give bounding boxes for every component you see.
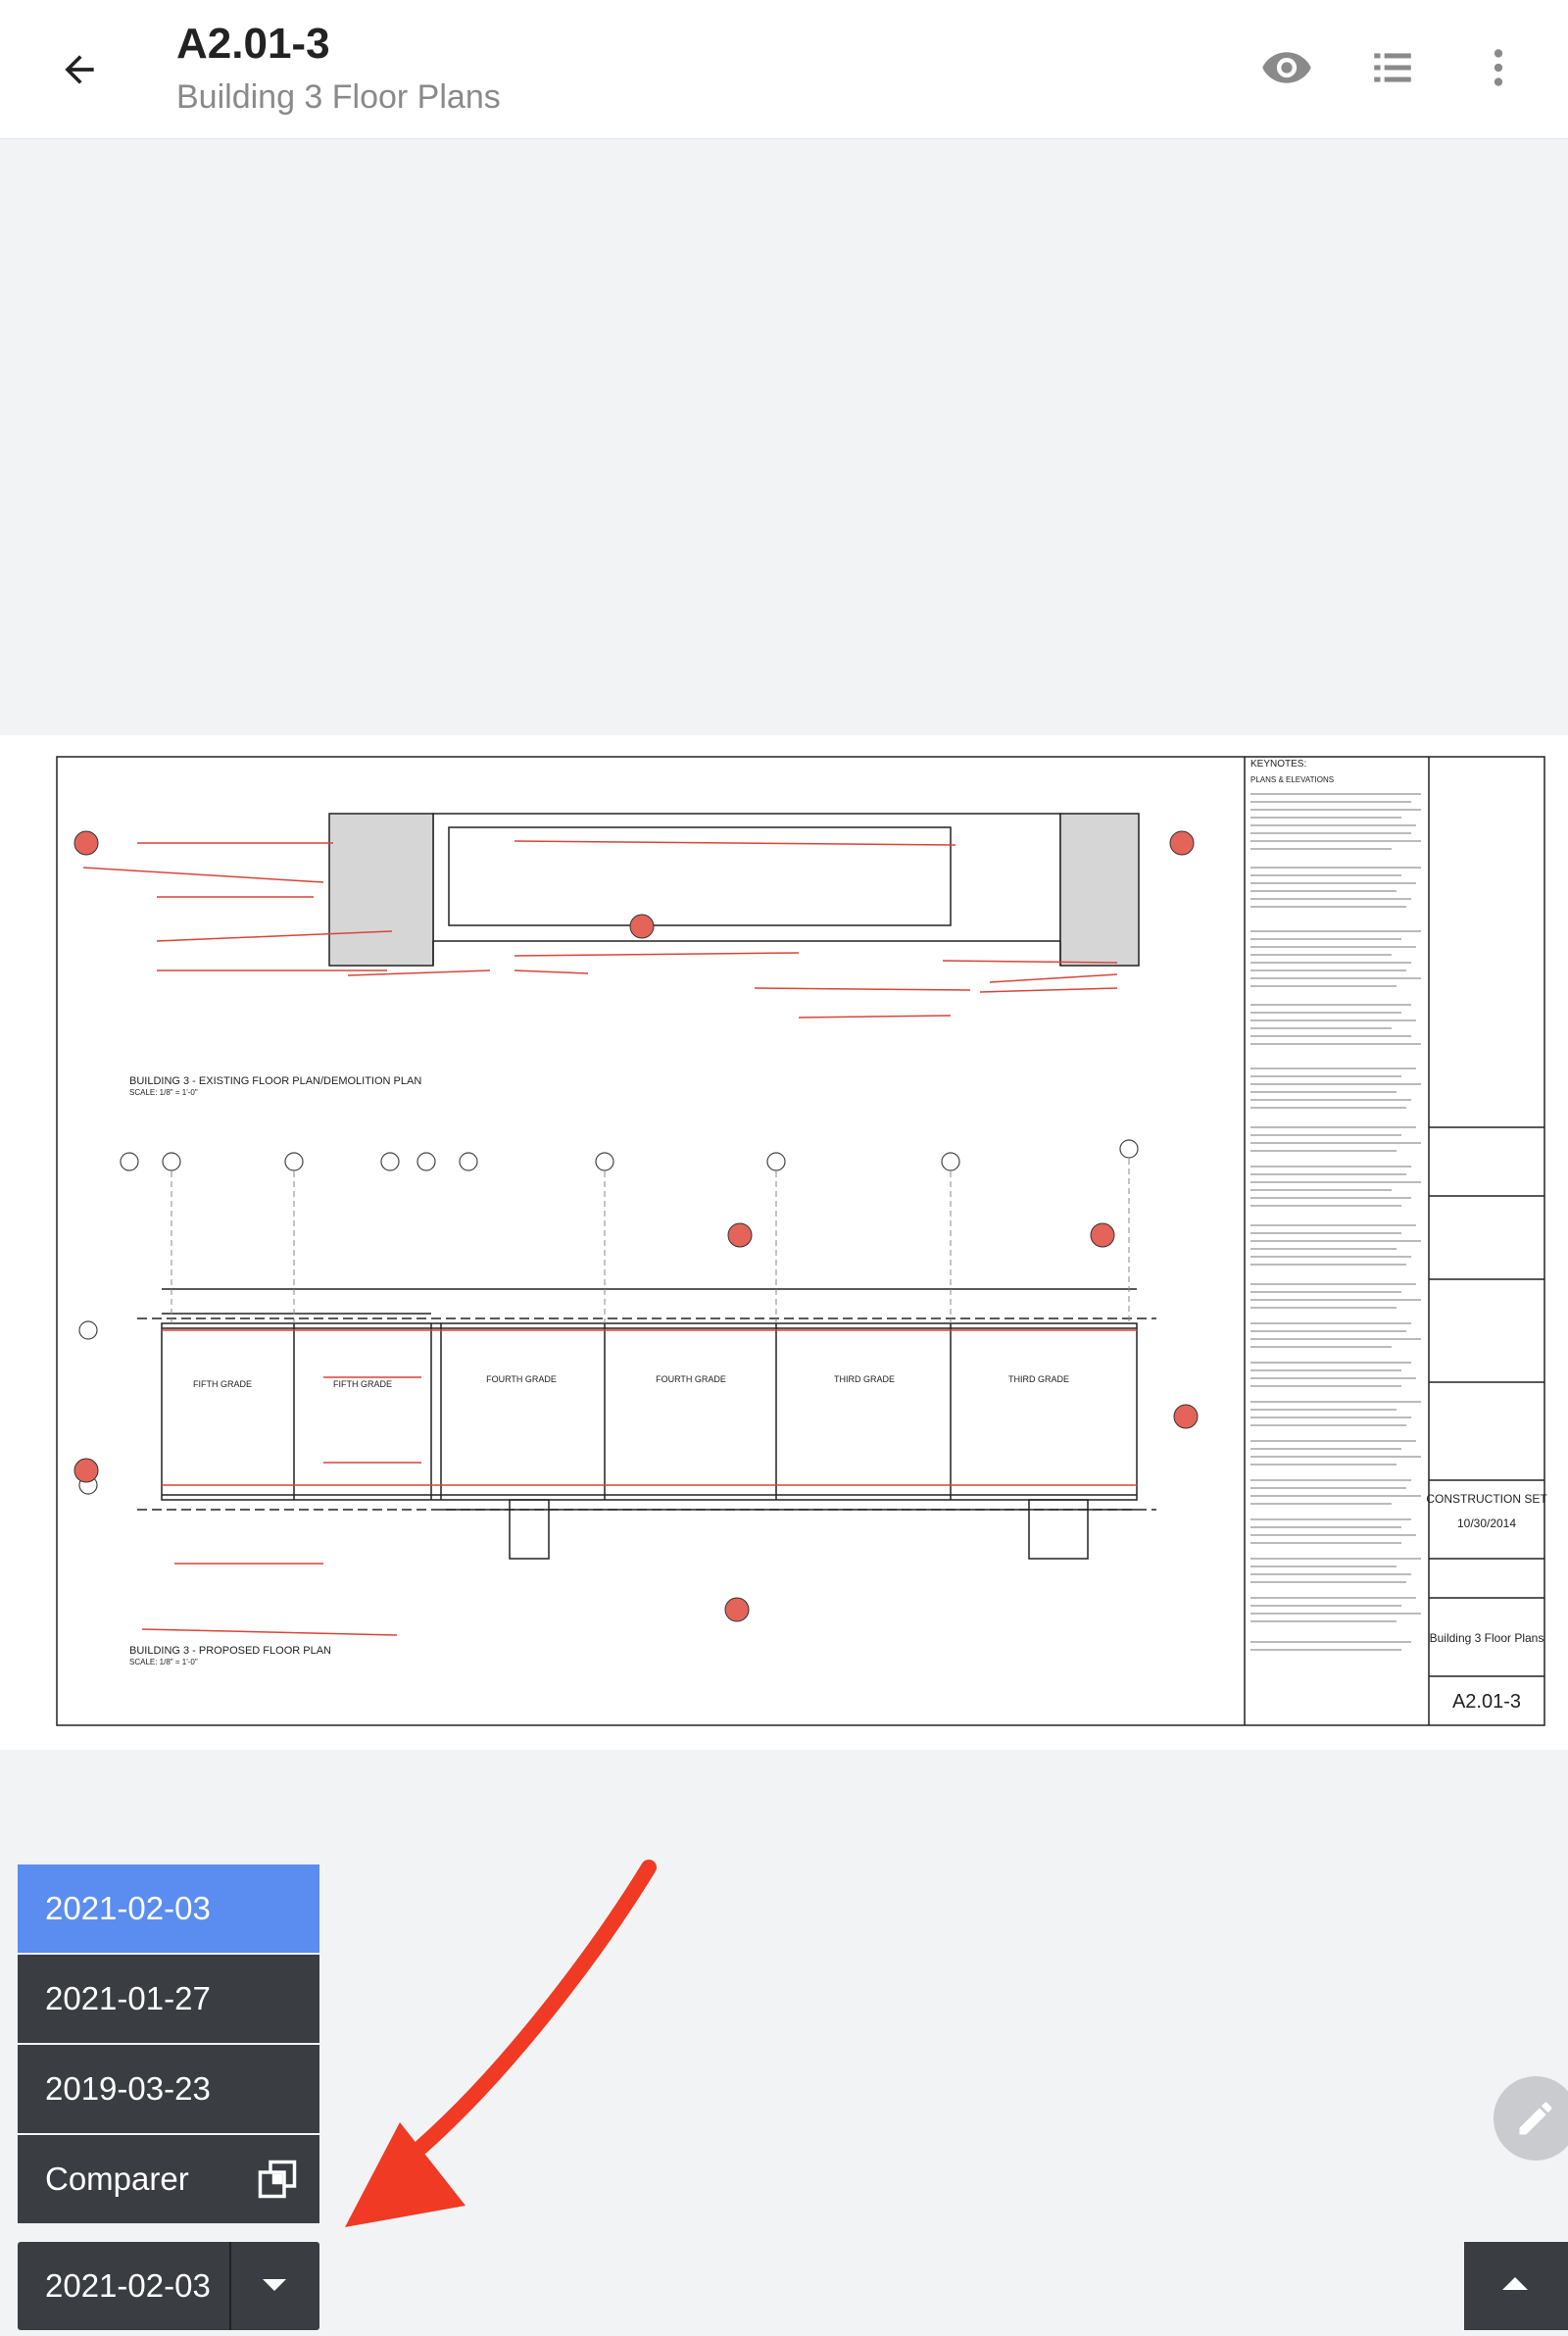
existing-plan-scale: SCALE: 1/8" = 1'-0" (129, 1088, 198, 1097)
version-item-2021-01-27[interactable]: 2021-01-27 (18, 1955, 319, 2043)
compare-label: Comparer (45, 2161, 189, 2197)
title-block-date: 10/30/2014 (1457, 1516, 1516, 1530)
page-subtitle: Building 3 Floor Plans (176, 78, 501, 116)
scroll-top-button[interactable] (1464, 2242, 1568, 2330)
version-item-2019-03-23[interactable]: 2019-03-23 (18, 2045, 319, 2133)
select-divider (229, 2242, 231, 2330)
version-item-2021-02-03[interactable]: 2021-02-03 (18, 1864, 319, 1953)
pencil-icon (1519, 2102, 1552, 2135)
edit-button[interactable] (1494, 2076, 1568, 2161)
back-button[interactable] (45, 35, 114, 104)
room-label: FOURTH GRADE (486, 1374, 557, 1384)
more-button[interactable] (1464, 37, 1533, 98)
page-title: A2.01-3 (176, 20, 330, 68)
version-select-value: 2021-02-03 (45, 2267, 211, 2304)
title-block-sheet-title: Building 3 Floor Plans (1430, 1631, 1544, 1645)
app-bar: A2.01-3 Building 3 Floor Plans (0, 0, 1568, 139)
arrow-left-icon (65, 55, 94, 84)
chevron-up-icon (1502, 2277, 1528, 2290)
existing-plan-title: BUILDING 3 - EXISTING FLOOR PLAN/DEMOLIT… (129, 1075, 421, 1087)
room-label: FIFTH GRADE (193, 1379, 252, 1389)
more-vertical-icon (1494, 49, 1503, 86)
version-label: 2021-01-27 (45, 1980, 211, 2016)
eye-icon (1262, 52, 1311, 83)
proposed-plan-scale: SCALE: 1/8" = 1'-0" (129, 1658, 198, 1666)
version-label: 2021-02-03 (45, 1890, 211, 1926)
keynotes-title: KEYNOTES: (1250, 759, 1306, 770)
drawing-sheet[interactable]: BUILDING 3 - EXISTING FLOOR PLAN/DEMOLIT… (0, 735, 1568, 1750)
compare-button[interactable]: Comparer (18, 2135, 319, 2223)
version-select[interactable]: 2021-02-03 (18, 2242, 319, 2330)
room-label: FOURTH GRADE (656, 1374, 726, 1384)
keynotes-section: PLANS & ELEVATIONS (1250, 775, 1334, 784)
compare-icon (258, 2160, 297, 2199)
title-block-sheet-number: A2.01-3 (1452, 1691, 1521, 1713)
room-label: FIFTH GRADE (333, 1379, 392, 1389)
floor-plan-drawing: BUILDING 3 - EXISTING FLOOR PLAN/DEMOLIT… (56, 756, 1547, 1726)
list-icon (1374, 53, 1411, 82)
visibility-button[interactable] (1252, 37, 1321, 98)
room-label: THIRD GRADE (834, 1374, 895, 1384)
chevron-down-icon (263, 2279, 286, 2291)
room-label: THIRD GRADE (1008, 1374, 1069, 1384)
title-block-status: CONSTRUCTION SET (1426, 1492, 1547, 1506)
version-list: 2021-02-03 2021-01-27 2019-03-23 Compare… (18, 1864, 319, 2225)
proposed-plan-title: BUILDING 3 - PROPOSED FLOOR PLAN (129, 1645, 331, 1657)
version-label: 2019-03-23 (45, 2070, 211, 2107)
list-button[interactable] (1358, 37, 1427, 98)
